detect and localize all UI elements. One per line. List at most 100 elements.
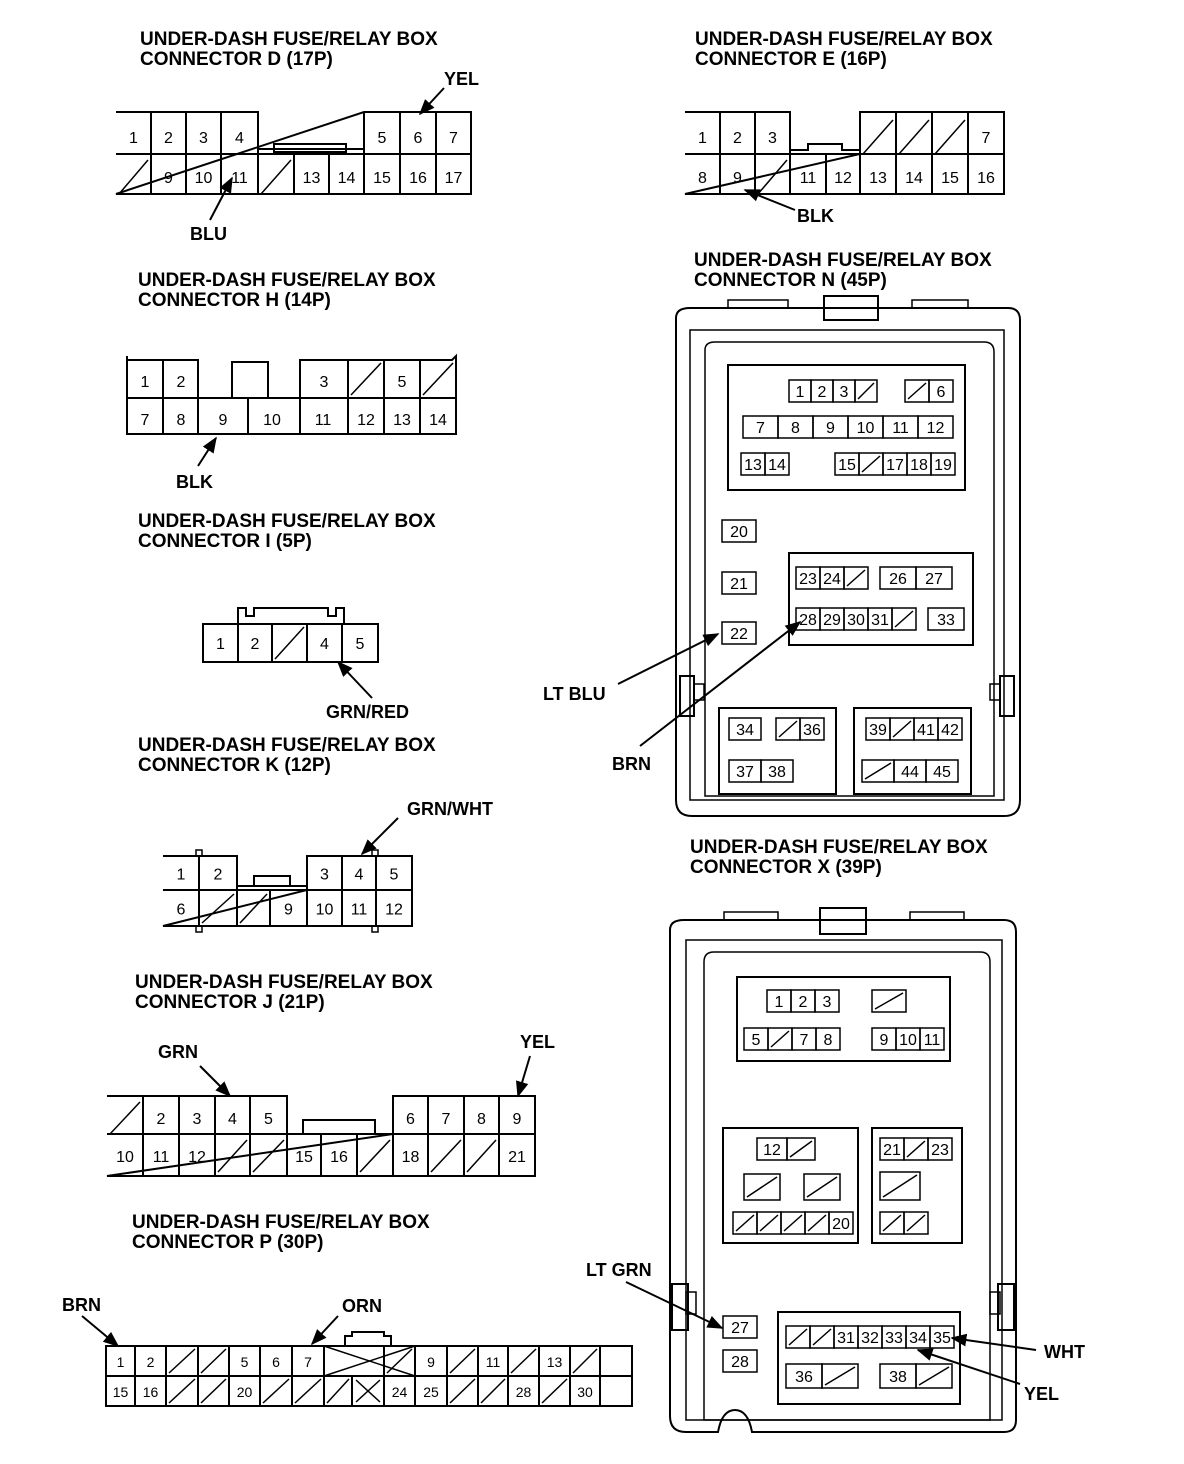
connector-n-title: UNDER-DASH FUSE/RELAY BOX bbox=[694, 250, 992, 271]
connector-h-subtitle: CONNECTOR H (14P) bbox=[138, 290, 331, 311]
connector-j-pin: 2 bbox=[157, 1111, 166, 1128]
connector-n-pin: 34 bbox=[736, 722, 754, 739]
connector-x-pin: 1 bbox=[775, 994, 784, 1011]
connector-d-lock-tab bbox=[273, 143, 347, 153]
connector-h-pin: 7 bbox=[141, 412, 150, 429]
connector-i-pin: 4 bbox=[320, 636, 329, 653]
connector-p-unused-cavity bbox=[326, 1378, 350, 1404]
connector-k-pin: 11 bbox=[351, 902, 368, 919]
connector-e-pin: 14 bbox=[905, 170, 923, 187]
connector-j-unused-cavity bbox=[466, 1139, 497, 1173]
connector-n-wire-brn: BRN bbox=[612, 754, 651, 774]
connector-n-unused-cavity bbox=[857, 382, 875, 400]
connector-n-cavity bbox=[930, 452, 956, 476]
connector-h-pin: 3 bbox=[320, 374, 329, 391]
connector-n-pin: 13 bbox=[744, 457, 762, 474]
connector-n-pin: 19 bbox=[934, 457, 952, 474]
connector-n-pin: 27 bbox=[925, 571, 943, 588]
connector-n-unused-cavity bbox=[861, 455, 881, 473]
connector-e-subtitle: CONNECTOR E (16P) bbox=[695, 49, 887, 70]
connector-p-unused-cavity bbox=[200, 1348, 227, 1374]
connector-h-pin: 8 bbox=[177, 412, 186, 429]
connector-d-pin: 13 bbox=[303, 170, 321, 187]
connector-k-wire-grn-wht-arrow bbox=[360, 817, 399, 856]
connector-h-wire-blk-arrow bbox=[197, 436, 217, 467]
connector-n-pin: 37 bbox=[736, 764, 754, 781]
connector-n-unused-cavity bbox=[894, 610, 914, 628]
connector-j-pin: 5 bbox=[264, 1111, 273, 1128]
connector-k-pin: 2 bbox=[214, 867, 223, 884]
connector-i-subtitle: CONNECTOR I (5P) bbox=[138, 531, 312, 552]
connector-x-unused-cavity bbox=[788, 1328, 808, 1346]
connector-i-pin: 1 bbox=[216, 636, 225, 653]
connector-n-subtitle: CONNECTOR N (45P) bbox=[694, 270, 887, 291]
connector-n-unused-cavity bbox=[864, 762, 892, 780]
connector-p-pin: 30 bbox=[577, 1384, 593, 1400]
connector-i-unused-cavity bbox=[274, 626, 305, 660]
connector-p-unused-cavity bbox=[541, 1378, 568, 1404]
connector-x-block-upper bbox=[736, 976, 951, 1062]
connector-n-wire-lt-blu: LT BLU bbox=[543, 684, 606, 704]
connector-p-unused-cavity bbox=[386, 1348, 413, 1374]
connector-x-latch-tab bbox=[989, 1291, 1001, 1315]
connector-n-pin: 22 bbox=[730, 626, 748, 643]
connector-j-wire-yel: YEL bbox=[520, 1032, 555, 1052]
connector-x-wire-lt-grn-arrow bbox=[625, 1281, 724, 1329]
connector-x-unused-cavity bbox=[874, 992, 904, 1010]
connector-e-unused-cavity bbox=[934, 119, 966, 155]
connector-n-face bbox=[704, 341, 995, 797]
connector-d-pin: 14 bbox=[338, 170, 356, 187]
connector-k-pin: 12 bbox=[385, 902, 403, 919]
connector-n-cavity bbox=[937, 717, 963, 741]
connector-p-unused-cavity bbox=[168, 1378, 196, 1404]
connector-h-pin: 5 bbox=[398, 374, 407, 391]
connector-d-pin: 15 bbox=[373, 170, 391, 187]
connector-x-pin: 27 bbox=[731, 1320, 749, 1337]
connector-x-cavity bbox=[828, 1211, 854, 1235]
connector-x-pin: 11 bbox=[924, 1032, 941, 1049]
connector-e-unused-cavity bbox=[898, 119, 930, 155]
connector-n-unused-cavity bbox=[846, 569, 866, 587]
connector-h-unused-cavity bbox=[422, 362, 454, 396]
connector-d-pin: 3 bbox=[199, 130, 208, 147]
connector-d-pin: 5 bbox=[378, 130, 387, 147]
connector-d-wire-blu-arrow bbox=[209, 176, 233, 221]
connector-i-wire-grn-red-arrow bbox=[336, 660, 373, 699]
connector-j-pin: 7 bbox=[442, 1111, 451, 1128]
connector-e-pin: 13 bbox=[869, 170, 887, 187]
connector-k-wire-grn-wht: GRN/WHT bbox=[407, 799, 493, 819]
connector-x-block-right bbox=[871, 1127, 963, 1244]
connector-x-pin: 21 bbox=[883, 1142, 901, 1159]
connector-j-pin: 6 bbox=[406, 1111, 415, 1128]
connector-j-unused-cavity bbox=[359, 1139, 391, 1173]
connector-e-unused-cavity bbox=[757, 159, 788, 195]
connector-x-housing bbox=[669, 919, 1017, 1433]
connector-x-pin: 28 bbox=[731, 1354, 749, 1371]
connector-n-pin: 36 bbox=[803, 722, 821, 739]
connector-x-unused-cavity bbox=[906, 1214, 926, 1232]
connector-x-unused-cavity bbox=[918, 1366, 950, 1386]
connector-k-lock-tab bbox=[253, 875, 291, 887]
connector-x-unused-cavity bbox=[882, 1174, 918, 1198]
connector-p-pin: 7 bbox=[304, 1354, 312, 1370]
connector-d-pin: 2 bbox=[164, 130, 173, 147]
connector-x-inner-wall bbox=[685, 939, 1003, 1421]
connector-x-subtitle: CONNECTOR X (39P) bbox=[690, 857, 882, 878]
connector-n-pin: 10 bbox=[857, 420, 875, 437]
connector-j-pin: 16 bbox=[330, 1149, 348, 1166]
connector-k-pin: 6 bbox=[177, 902, 186, 919]
connector-x-unused-cavity bbox=[770, 1030, 790, 1048]
connector-j-housing bbox=[106, 1095, 536, 1177]
connector-n-unused-cavity bbox=[778, 720, 798, 738]
connector-d-wire-yel: YEL bbox=[444, 69, 479, 89]
connector-d-title: UNDER-DASH FUSE/RELAY BOX bbox=[140, 29, 438, 50]
connector-k-subtitle: CONNECTOR K (12P) bbox=[138, 755, 331, 776]
connector-n-pin: 21 bbox=[730, 576, 748, 593]
connector-n-cavity bbox=[891, 607, 917, 631]
connector-n-cavity bbox=[854, 379, 878, 403]
connector-d-unused-cavity bbox=[118, 159, 149, 195]
connector-i-pin: 2 bbox=[251, 636, 260, 653]
connector-n-unused-cavity bbox=[892, 720, 912, 738]
connector-p-pin: 20 bbox=[237, 1384, 253, 1400]
